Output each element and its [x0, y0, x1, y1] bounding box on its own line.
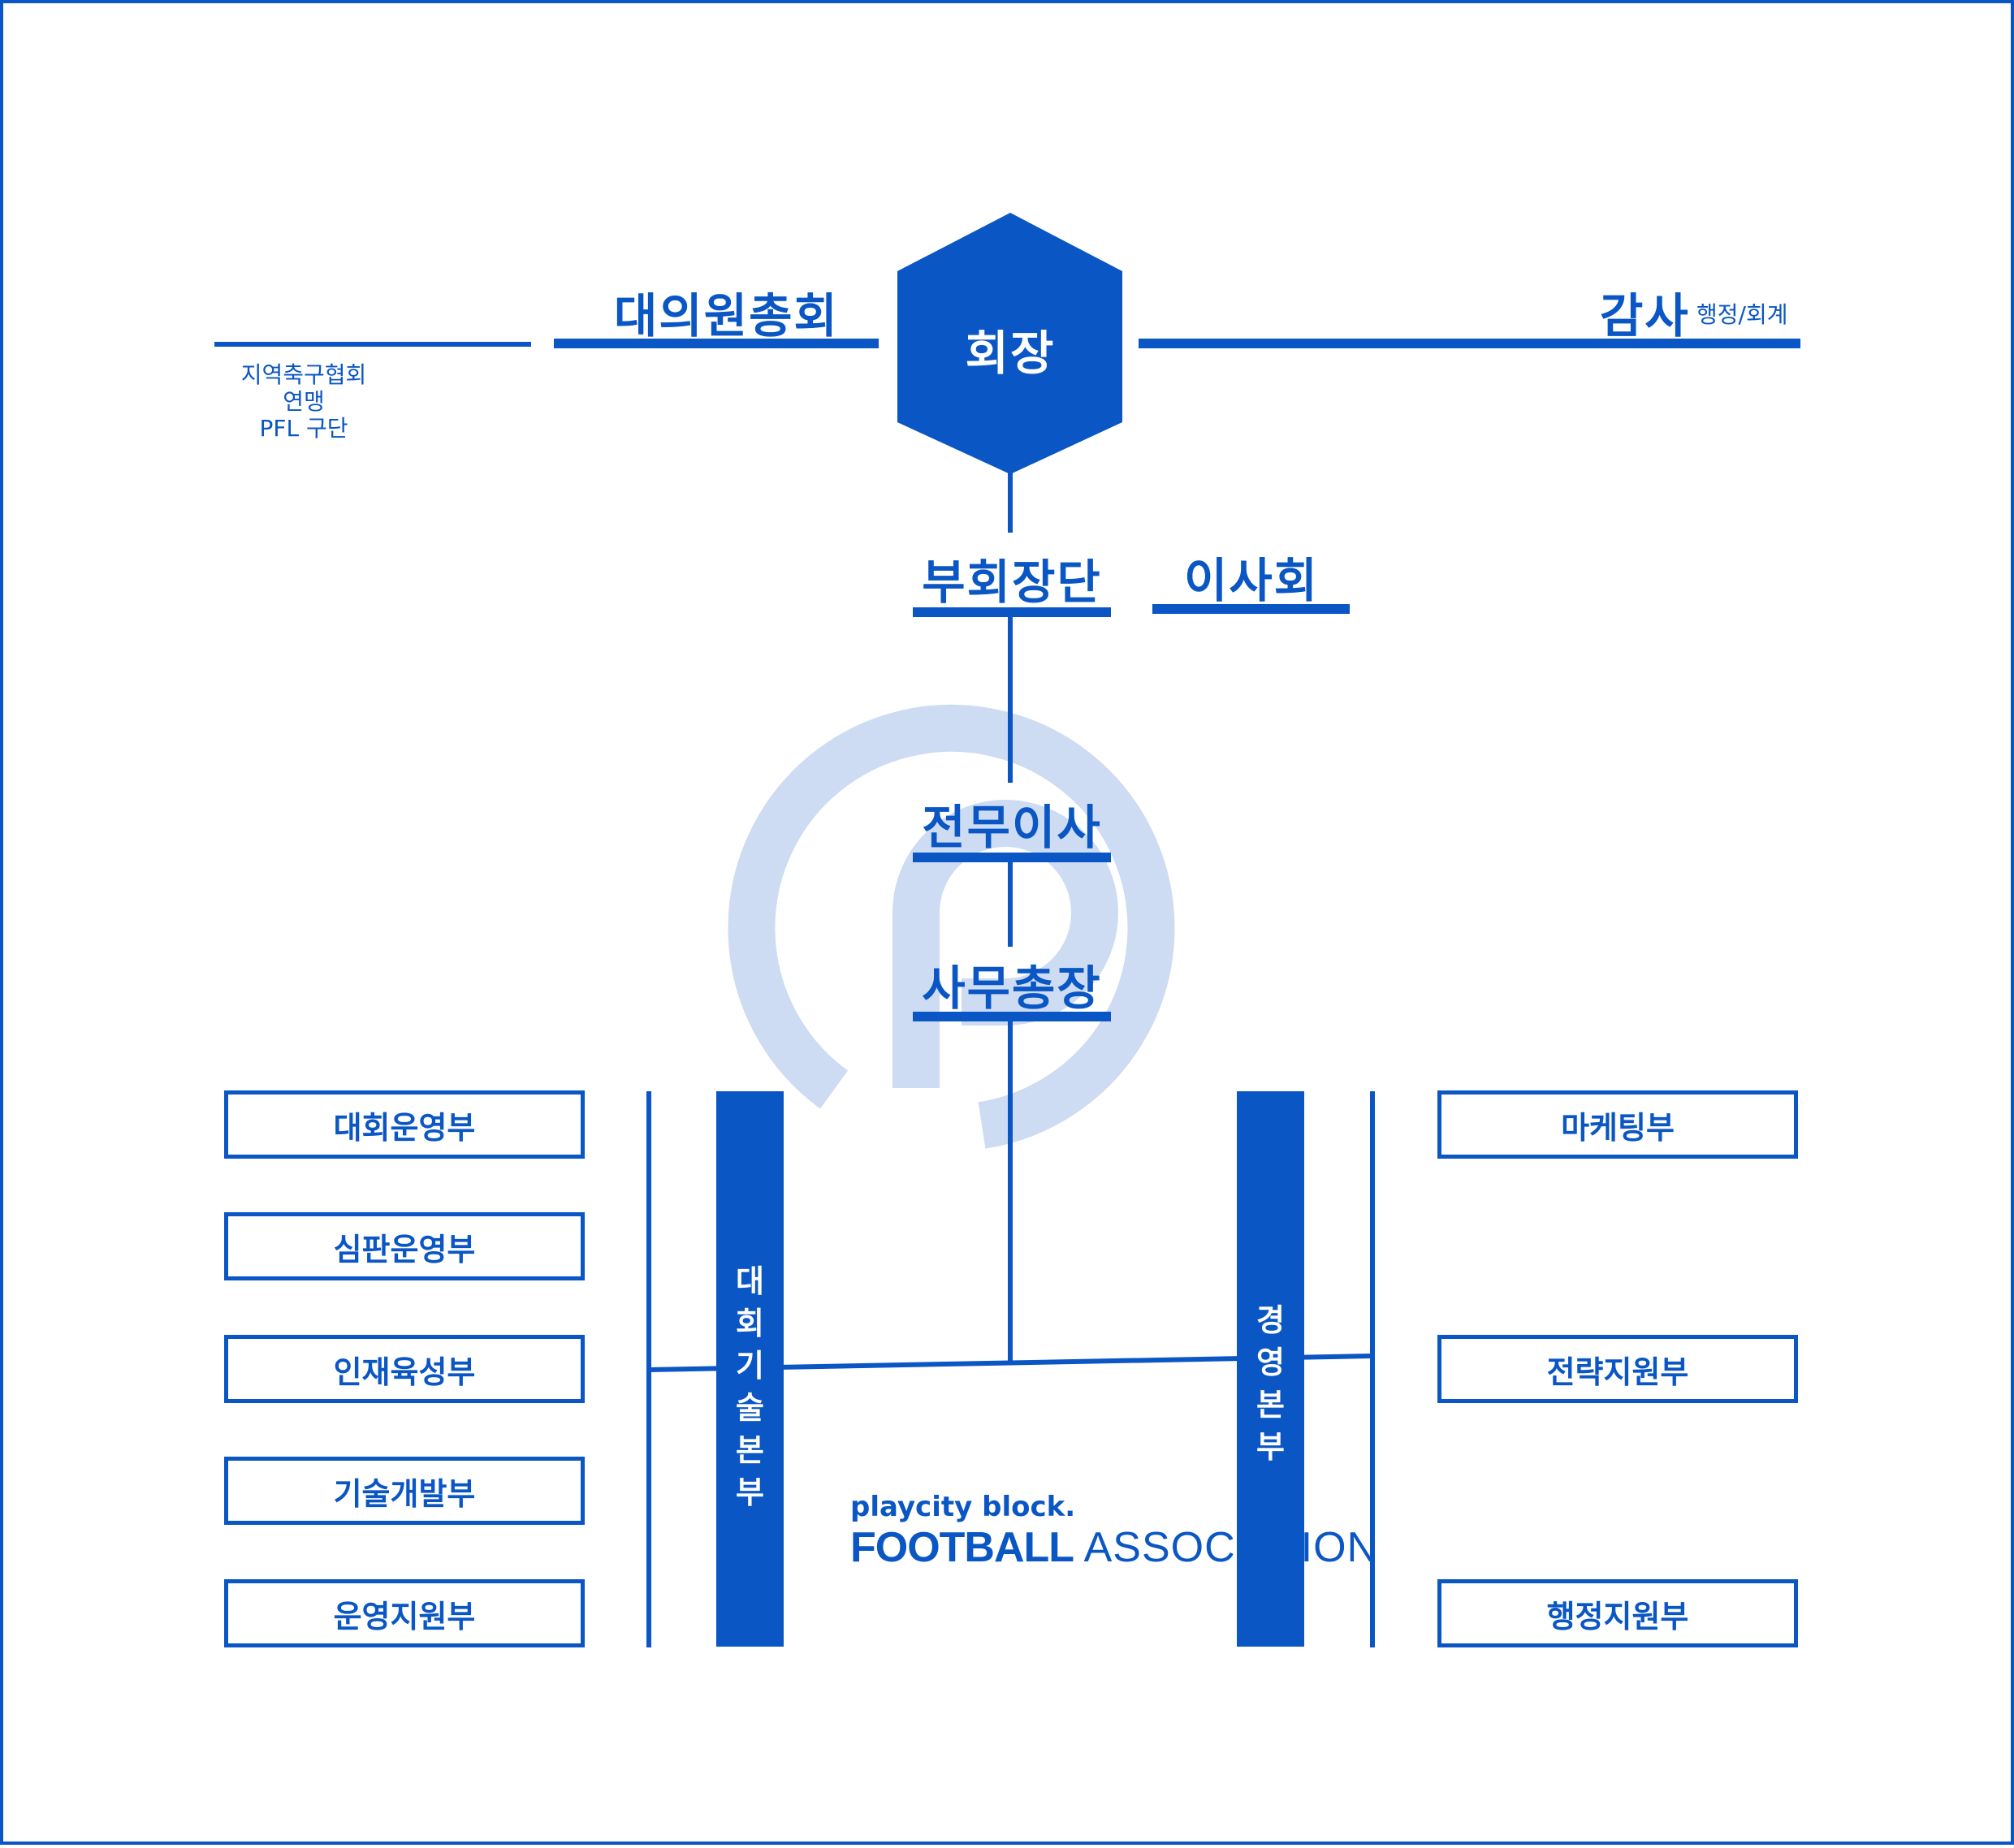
auditor-sub-label: 행정/회계	[1696, 301, 1788, 328]
left-department-1: 대회운영부	[224, 1090, 585, 1159]
right-department-3: 행정지원부	[1437, 1579, 1798, 1647]
division-label-char: 기	[736, 1348, 764, 1384]
division-label-char: 대	[736, 1263, 764, 1299]
division-label-char: 본	[736, 1432, 764, 1468]
logo-name: FOOTBALL ASSOCIATION	[850, 1523, 1378, 1572]
right-department-2: 전략지원부	[1437, 1335, 1798, 1403]
division-label-char: 술	[736, 1390, 764, 1426]
logo-brand: playcity block.	[850, 1491, 1076, 1523]
right-department-1: 마케팅부	[1437, 1090, 1798, 1159]
assembly-member-2: 연맹	[283, 388, 325, 415]
division-label-char: 영	[1256, 1345, 1285, 1380]
president-hexagon	[897, 213, 1122, 474]
left-division-bar	[716, 1091, 784, 1647]
division-label-char: 회	[736, 1306, 764, 1341]
chart-lines	[214, 213, 1800, 1647]
logo-name-light: ASSOCIATION	[1083, 1524, 1379, 1571]
vice-presidents-label: 부회장단	[922, 555, 1102, 610]
assembly-member-1: 지역축구협회	[240, 361, 367, 388]
left-department-2: 심판운영부	[224, 1212, 585, 1280]
managing-director-label: 전무이사	[922, 800, 1102, 855]
auditor-label: 감사	[1600, 288, 1690, 343]
division-label-char: 부	[736, 1475, 764, 1510]
secretary-general-label: 사무총장	[922, 961, 1102, 1016]
division-label-char: 본	[1256, 1387, 1285, 1423]
left-department-3: 인재육성부	[224, 1335, 585, 1403]
division-label-char: 경	[1256, 1302, 1285, 1338]
watermark-logo-icon	[728, 704, 1175, 1149]
assembly-label: 대의원총회	[614, 288, 839, 343]
left-department-4: 기술개발부	[224, 1457, 585, 1525]
board-label: 이사회	[1183, 553, 1320, 608]
division-label-char: 부	[1256, 1429, 1285, 1465]
right-division-bar	[1237, 1091, 1304, 1647]
logo-name-bold: FOOTBALL	[850, 1524, 1074, 1571]
president-label: 회장	[965, 326, 1056, 381]
left-department-5: 운영지원부	[224, 1579, 585, 1647]
assembly-member-3: PFL 구단	[259, 415, 348, 442]
